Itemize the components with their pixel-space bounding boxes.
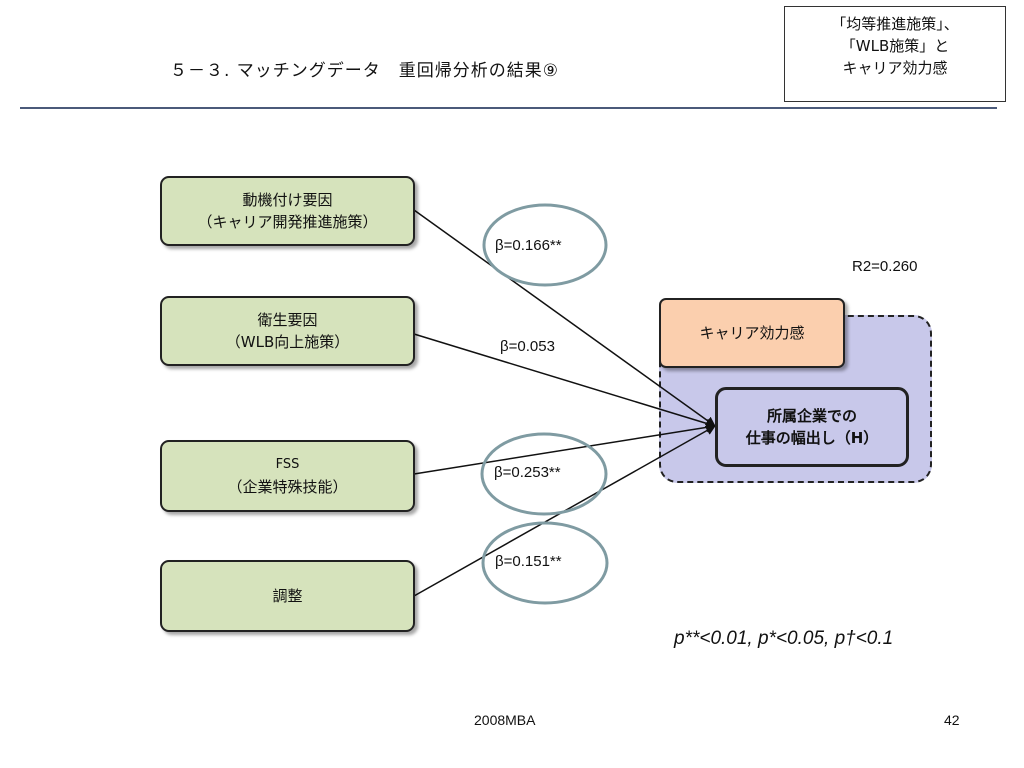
- outcome-box: 所属企業での 仕事の幅出し（H）: [715, 387, 909, 467]
- beta-hygiene: β=0.053: [500, 338, 555, 355]
- factor-fss: FSS （企業特殊技能）: [160, 440, 415, 512]
- factor-motivation: 動機付け要因 （キャリア開発推進施策）: [160, 176, 415, 246]
- arrow-fss: [413, 422, 716, 475]
- outcome-line-2: 仕事の幅出し（H）: [745, 429, 879, 447]
- topic-line-1: 「均等推進施策」、: [831, 15, 959, 33]
- arrow-hygiene: [413, 333, 716, 429]
- factor-hygiene: 衛生要因 （WLB向上施策）: [160, 296, 415, 366]
- beta-adjustment: β=0.151**: [495, 553, 562, 570]
- beta-motivation: β=0.166**: [495, 237, 562, 254]
- significance-ellipse-1: [482, 203, 608, 287]
- topic-line-3: キャリア効力感: [842, 59, 948, 77]
- factor-adjustment-name: 調整: [272, 587, 303, 605]
- career-efficacy-box: キャリア効力感: [659, 298, 845, 368]
- page-number: 42: [944, 712, 960, 728]
- factor-motivation-detail: （キャリア開発推進施策）: [197, 213, 378, 231]
- arrow-motivation: [413, 209, 716, 427]
- topic-box: 「均等推進施策」、 「WLB施策」と キャリア効力感: [784, 6, 1006, 102]
- significance-ellipse-4: [481, 521, 609, 605]
- topic-line-2: 「WLB施策」と: [840, 37, 950, 55]
- factor-hygiene-name: 衛生要因: [257, 311, 318, 329]
- significance-note: p**<0.01, p*<0.05, p†<0.1: [674, 628, 894, 649]
- outcome-line-1: 所属企業での: [766, 407, 857, 425]
- beta-fss: β=0.253**: [494, 464, 561, 481]
- factor-adjustment: 調整: [160, 560, 415, 632]
- header-divider: [20, 107, 997, 109]
- footer-label: 2008MBA: [474, 712, 536, 728]
- significance-ellipse-3: [480, 432, 608, 516]
- factor-motivation-name: 動機付け要因: [242, 191, 333, 209]
- r-squared: R2=0.260: [852, 258, 918, 275]
- career-efficacy-label: キャリア効力感: [699, 324, 805, 342]
- factor-fss-detail: （企業特殊技能）: [227, 478, 348, 496]
- slide-title: ５－３. マッチングデータ 重回帰分析の結果⑨: [170, 61, 560, 81]
- factor-hygiene-detail: （WLB向上施策）: [225, 333, 350, 351]
- factor-fss-name: FSS: [275, 457, 300, 472]
